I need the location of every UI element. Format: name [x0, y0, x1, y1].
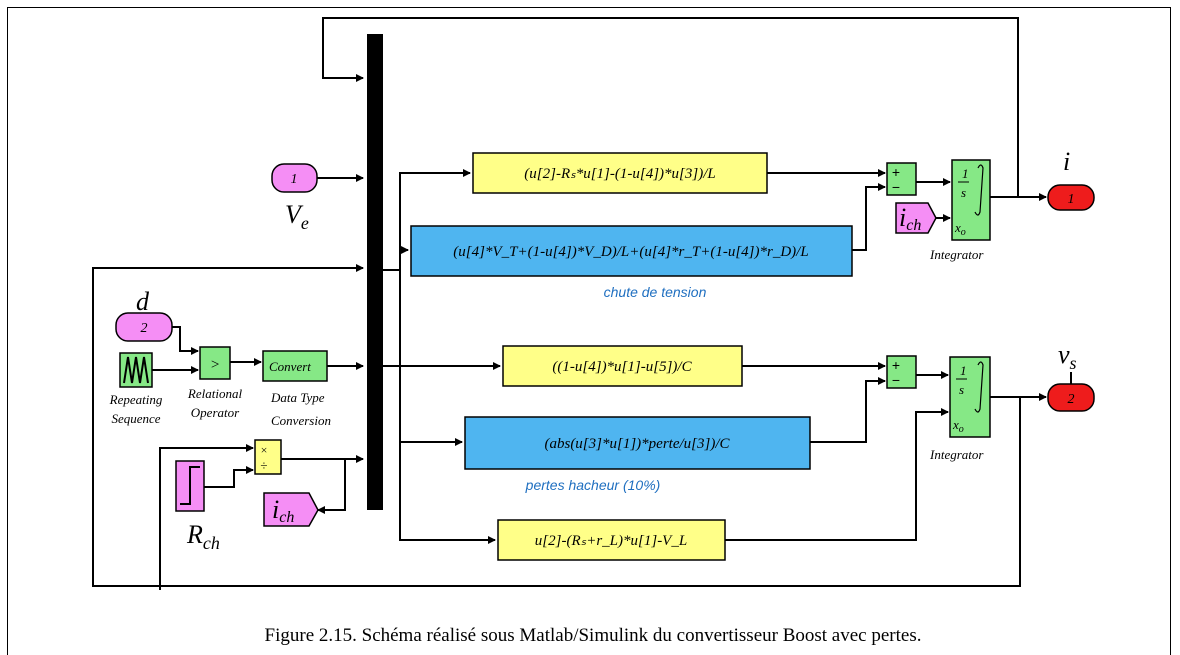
fcn-block-3[interactable]: [502, 345, 743, 387]
sawtooth-icon: [123, 356, 149, 384]
svg-text:ich: ich: [272, 495, 294, 526]
wire-feedback-i: [322, 17, 1019, 197]
fcn4-expr: (abs(u[3]*u[1])*perte/u[3])/C: [544, 436, 730, 452]
inport-ve-number: 1: [291, 172, 298, 187]
fcn3-expr: ((1-u[4])*u[1]-u[5])/C: [552, 359, 692, 375]
data-type-conversion-block[interactable]: [262, 350, 328, 382]
wire-fcn4-sum2: [810, 377, 886, 443]
svg-text:Rch: Rch: [186, 520, 220, 553]
ve-sub: e: [301, 213, 309, 233]
svg-text:ich: ich: [899, 203, 921, 234]
integral-icon: [974, 164, 984, 216]
ich-from-sub: ch: [906, 217, 921, 234]
relational-operator-block[interactable]: [199, 346, 231, 380]
integral-icon: [974, 361, 984, 413]
product-times: ×: [261, 443, 268, 457]
wire-fcn2-sum1: [852, 183, 886, 251]
d-label: d: [136, 287, 150, 316]
integrator-block-2[interactable]: [949, 356, 991, 438]
repseq-label1: Repeating: [109, 392, 163, 407]
ich-goto-block[interactable]: [263, 492, 319, 527]
fcn-block-5[interactable]: [497, 519, 726, 561]
out2-sub: s: [1070, 353, 1077, 373]
inport-ve[interactable]: [271, 163, 318, 193]
rch-label: R: [186, 520, 203, 549]
integ1-label: Integrator: [929, 247, 984, 262]
integ1-ic-sub: o: [961, 227, 966, 238]
sum-block-1[interactable]: [886, 162, 917, 196]
figure-caption: Figure 2.15. Schéma réalisé sous Matlab/…: [265, 625, 922, 646]
relop-label2: Operator: [191, 405, 240, 420]
fcn-block-1[interactable]: [472, 152, 768, 194]
fcn4-label: pertes hacheur (10%): [525, 477, 661, 493]
wire-vs-product: [159, 444, 254, 590]
outport-i-number: 1: [1068, 192, 1075, 207]
rch-sub: ch: [203, 533, 220, 553]
svg-text:xo: xo: [952, 417, 964, 435]
relop-symbol: >: [210, 357, 220, 373]
fcn1-expr: (u[2]-Rₛ*u[1]-(1-u[4])*u[3])/L: [524, 166, 715, 182]
svg-text:xo: xo: [954, 220, 966, 238]
mux-block[interactable]: [367, 34, 383, 510]
sum2-minus: −: [892, 372, 900, 388]
svg-text:vs: vs: [1058, 340, 1077, 373]
integ2-ic: x: [952, 417, 959, 432]
product-divide: ÷: [260, 458, 267, 473]
convert-label2: Conversion: [271, 413, 331, 428]
svg-text:Ve: Ve: [285, 200, 309, 233]
wire-fcn5-integ2: [725, 408, 949, 541]
relop-label1: Relational: [187, 386, 243, 401]
ich-goto-label: i: [272, 495, 279, 524]
outport-vs-number: 2: [1068, 392, 1075, 407]
wire-feedback-vs: [92, 264, 1021, 587]
out2-label: v: [1058, 340, 1070, 369]
out1-label: i: [1063, 147, 1070, 176]
wire-mux-fcn5: [383, 269, 496, 544]
integ2-den: s: [959, 382, 964, 397]
integ2-num: 1: [960, 363, 967, 378]
outport-vs[interactable]: [1047, 383, 1095, 412]
integ1-num: 1: [962, 166, 969, 181]
convert-text: Convert: [269, 359, 311, 374]
ich-from-label: i: [899, 203, 906, 232]
step-icon: [180, 466, 200, 505]
integ1-ic: x: [954, 220, 961, 235]
wire-d-relop: [172, 326, 199, 355]
integrator-block-1[interactable]: [951, 159, 991, 241]
repseq-label2: Sequence: [111, 411, 160, 426]
sum1-plus: +: [892, 164, 900, 180]
fcn-block-4[interactable]: [464, 416, 811, 470]
integ1-den: s: [961, 185, 966, 200]
figure-frame: [7, 7, 1171, 655]
sum-block-2[interactable]: [886, 355, 917, 389]
integ2-ic-sub: o: [959, 424, 964, 435]
ve-label: V: [285, 200, 304, 229]
fcn2-expr: (u[4]*V_T+(1-u[4])*V_D)/L+(u[4]*r_T+(1-u…: [453, 244, 808, 260]
outport-i[interactable]: [1047, 184, 1095, 211]
inport-d[interactable]: [115, 312, 173, 342]
convert-label1: Data Type: [270, 390, 325, 405]
integ2-label: Integrator: [929, 447, 984, 462]
sum1-minus: −: [892, 179, 900, 195]
fcn-block-2[interactable]: [410, 225, 853, 277]
fcn2-label: chute de tension: [604, 284, 707, 300]
wire-product-ich: [317, 459, 346, 514]
sum2-plus: +: [892, 357, 900, 373]
product-block[interactable]: [254, 439, 282, 475]
wire-rch-product: [204, 466, 254, 488]
fcn5-expr: u[2]-(Rₛ+r_L)*u[1]-V_L: [535, 533, 687, 549]
ich-goto-sub: ch: [279, 509, 294, 526]
ich-from-block[interactable]: [895, 202, 937, 234]
inport-d-number: 2: [141, 321, 148, 336]
